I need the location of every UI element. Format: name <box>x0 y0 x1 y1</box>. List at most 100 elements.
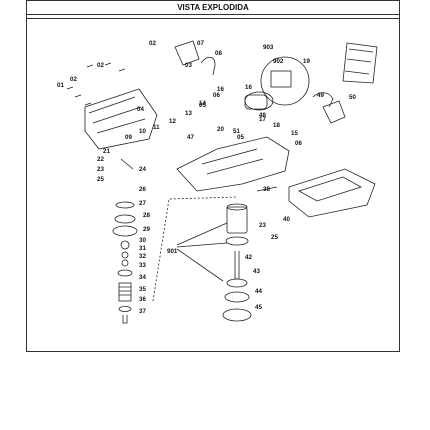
callout-14: 14 <box>199 100 206 107</box>
callout-32: 32 <box>139 253 146 260</box>
bearing-right <box>225 236 249 246</box>
spring-coils <box>119 286 131 296</box>
title-divider <box>26 18 400 19</box>
exploded-view-svg: 01 02 02 02 03 04 05 05 06 06 07 08 09 1… <box>57 40 378 324</box>
pin-32 <box>121 259 129 267</box>
callout-25-right: 25 <box>271 234 278 241</box>
callout-02-mid: 02 <box>97 62 104 69</box>
exploded-view-drawing: 01 02 02 02 03 04 05 05 06 06 07 08 09 1… <box>27 19 399 351</box>
spindle-housing <box>226 206 248 234</box>
callout-20: 20 <box>217 126 224 133</box>
callout-18: 18 <box>273 122 280 129</box>
callout-11: 11 <box>153 124 160 131</box>
callout-19: 19 <box>303 58 310 65</box>
callout-42: 42 <box>245 254 252 261</box>
dashed-assembly-line <box>152 196 238 302</box>
callout-04: 04 <box>137 106 144 113</box>
callout-51: 51 <box>233 128 240 135</box>
callout-30: 30 <box>139 237 146 244</box>
flange-27 <box>114 214 136 224</box>
connector-inset-circle <box>260 56 310 106</box>
callout-05-top: 05 <box>199 102 206 109</box>
callout-43: 43 <box>253 268 260 275</box>
callout-22: 22 <box>97 156 104 163</box>
callout-25-left: 25 <box>97 176 104 183</box>
callout-903: 903 <box>263 44 274 51</box>
callout-45: 45 <box>255 304 262 311</box>
callout-47: 47 <box>187 134 194 141</box>
callout-37: 37 <box>139 308 146 315</box>
callout-07: 07 <box>197 40 204 47</box>
charger <box>288 168 376 218</box>
callout-38: 38 <box>263 186 270 193</box>
leader-21 <box>120 158 134 170</box>
clip-part <box>200 56 216 76</box>
motor-body <box>244 94 268 110</box>
spindle-top <box>226 203 248 211</box>
callout-901: 901 <box>167 248 178 255</box>
spring-35 <box>118 282 132 302</box>
washer-26 <box>115 201 135 209</box>
callout-08: 08 <box>215 50 222 57</box>
leader-901 <box>176 222 228 282</box>
lock-part <box>322 100 346 124</box>
callout-23-right: 23 <box>259 222 266 229</box>
callout-44: 44 <box>255 288 262 295</box>
callout-40: 40 <box>283 216 290 223</box>
callout-05-mid: 05 <box>237 134 244 141</box>
callout-48: 48 <box>259 112 266 119</box>
motor-housing <box>176 136 290 192</box>
callout-35: 35 <box>139 286 146 293</box>
callout-16-right: 16 <box>245 84 252 91</box>
callout-21: 21 <box>103 148 110 155</box>
callout-labels: 01 02 02 02 03 04 05 05 06 06 07 08 09 1… <box>57 40 356 315</box>
callout-15: 15 <box>291 130 298 137</box>
callout-01: 01 <box>57 82 64 89</box>
pin-31 <box>121 251 129 259</box>
callout-28: 28 <box>143 212 150 219</box>
bearing-29 <box>112 225 138 237</box>
callout-50: 50 <box>349 94 356 101</box>
motor-housing-lines <box>201 148 264 175</box>
callout-12: 12 <box>169 118 176 125</box>
leader-38 <box>256 186 278 192</box>
charger-slot <box>297 176 363 202</box>
callout-31: 31 <box>139 245 146 252</box>
clip-part-right <box>312 92 334 108</box>
callout-34: 34 <box>139 274 146 281</box>
callout-29: 29 <box>143 226 150 233</box>
callout-09: 09 <box>125 134 132 141</box>
shaft-42 <box>234 251 240 280</box>
screws-top <box>66 62 126 106</box>
callout-16-left: 16 <box>217 86 224 93</box>
flange-44 <box>224 291 250 303</box>
diagram-frame: VISTA EXPLODIDA <box>26 0 400 352</box>
callout-02-top: 02 <box>149 40 156 47</box>
callout-26: 26 <box>139 186 146 193</box>
callout-17: 17 <box>259 116 266 123</box>
callout-13: 13 <box>185 110 192 117</box>
callout-24: 24 <box>139 166 146 173</box>
callout-06-right: 06 <box>295 140 302 147</box>
battery-lines <box>344 48 374 75</box>
callout-02-left: 02 <box>70 76 77 83</box>
gear-30 <box>120 240 130 250</box>
connector-part <box>270 70 292 88</box>
washer-43 <box>226 278 248 288</box>
callout-27: 27 <box>139 200 146 207</box>
callout-03: 03 <box>185 62 192 69</box>
callout-23-left: 23 <box>97 166 104 173</box>
callout-902: 902 <box>273 58 284 65</box>
callout-36: 36 <box>139 296 146 303</box>
callout-33: 33 <box>139 262 146 269</box>
page-title: VISTA EXPLODIDA <box>27 1 399 15</box>
callout-10: 10 <box>139 128 146 135</box>
pad-45 <box>222 308 252 322</box>
housing-ribs <box>88 96 146 134</box>
housing-left-part <box>84 88 158 150</box>
washer-36 <box>118 306 132 312</box>
battery-pack <box>342 42 378 84</box>
washer-33 <box>117 269 133 277</box>
callout-06-top: 06 <box>213 92 220 99</box>
callout-49: 49 <box>317 92 324 99</box>
